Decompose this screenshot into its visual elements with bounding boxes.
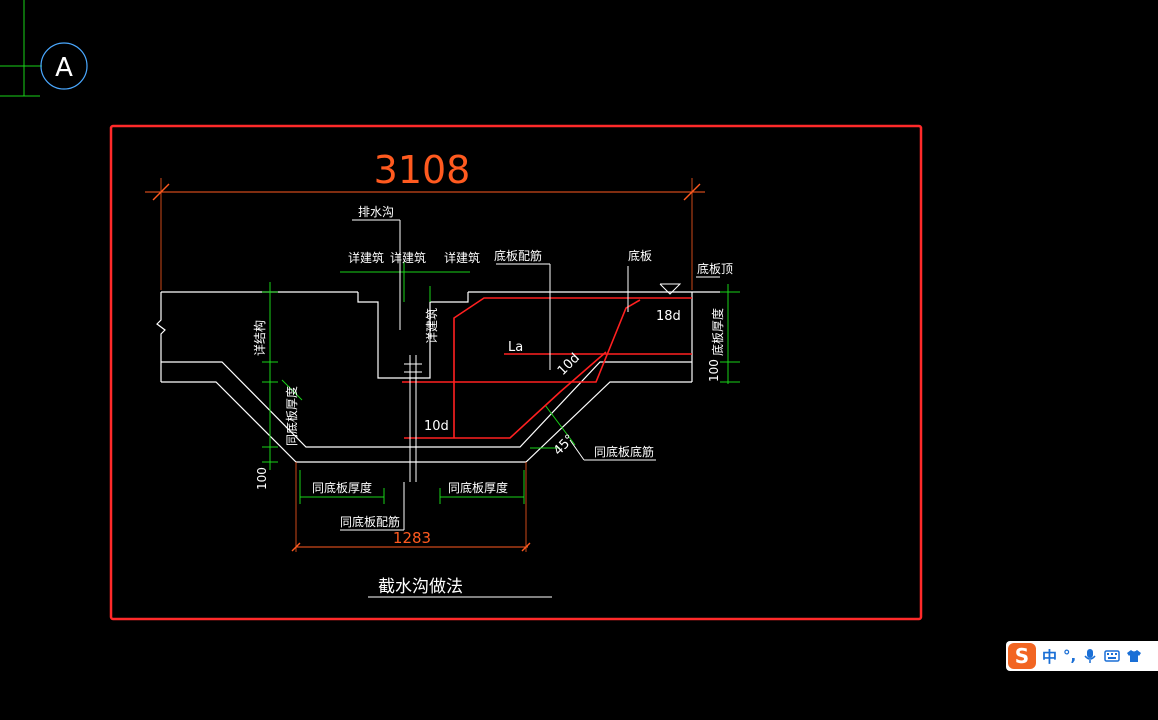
label-detail-a: 详建筑 — [348, 250, 384, 265]
label-100-right: 100 — [707, 359, 721, 382]
label-same-slab-rebar: 同底板配筋 — [340, 514, 400, 529]
label-slab-top: 底板顶 — [697, 261, 733, 276]
skin-shirt-icon[interactable] — [1126, 648, 1142, 664]
selection-frame[interactable] — [109, 124, 923, 621]
label-same-thickness-slope: 同底板厚度 — [284, 386, 299, 446]
label-drain: 排水沟 — [358, 205, 394, 219]
label-slab-thickness: 底板厚度 — [710, 308, 725, 356]
label-detail-vert: 详建筑 — [424, 308, 439, 344]
labels: 排水沟 详建筑 详建筑 详建筑 底板配筋 底板 底板顶 18d La 10d 1… — [252, 205, 733, 597]
rebar-lines — [402, 297, 692, 439]
label-slab-rebar: 底板配筋 — [494, 248, 542, 263]
label-100-left: 100 — [255, 467, 269, 490]
green-annotations — [262, 262, 740, 504]
concrete-outline — [156, 291, 720, 463]
label-angle: 45° — [551, 432, 578, 459]
overall-dimension: 3108 — [145, 148, 705, 290]
ime-mode-toggle[interactable]: 中 — [1042, 647, 1058, 666]
label-same-slab-bottom-rebar: 同底板底筋 — [594, 444, 654, 459]
label-detail-b: 详建筑 — [390, 250, 426, 265]
overall-dim-text: 3108 — [374, 148, 471, 192]
keyboard-icon[interactable] — [1104, 648, 1120, 664]
label-la: La — [508, 340, 523, 355]
label-see-struct: 详结构 — [252, 320, 267, 356]
label-detail-c: 详建筑 — [444, 250, 480, 265]
label-same-thickness-right: 同底板厚度 — [448, 480, 508, 495]
label-same-thickness-left: 同底板厚度 — [312, 480, 372, 495]
microphone-icon[interactable] — [1082, 648, 1098, 664]
label-10d-bottom: 10d — [424, 419, 449, 434]
axis-marker: A — [0, 0, 88, 97]
bottom-dimension: 1283 — [291, 462, 531, 552]
axis-circle — [40, 42, 88, 90]
label-slab: 底板 — [628, 248, 652, 263]
bottom-dim-text: 1283 — [393, 529, 431, 547]
ime-punct-toggle[interactable]: °, — [1063, 647, 1077, 665]
ime-toolbar[interactable]: S 中 °, — [1006, 641, 1158, 671]
label-10d-slope: 10d — [555, 351, 583, 379]
axis-label: A — [55, 53, 73, 83]
label-18d: 18d — [656, 309, 681, 324]
ime-logo-icon[interactable]: S — [1008, 643, 1036, 669]
leaders — [340, 219, 720, 598]
drawing-title: 截水沟做法 — [378, 577, 463, 597]
